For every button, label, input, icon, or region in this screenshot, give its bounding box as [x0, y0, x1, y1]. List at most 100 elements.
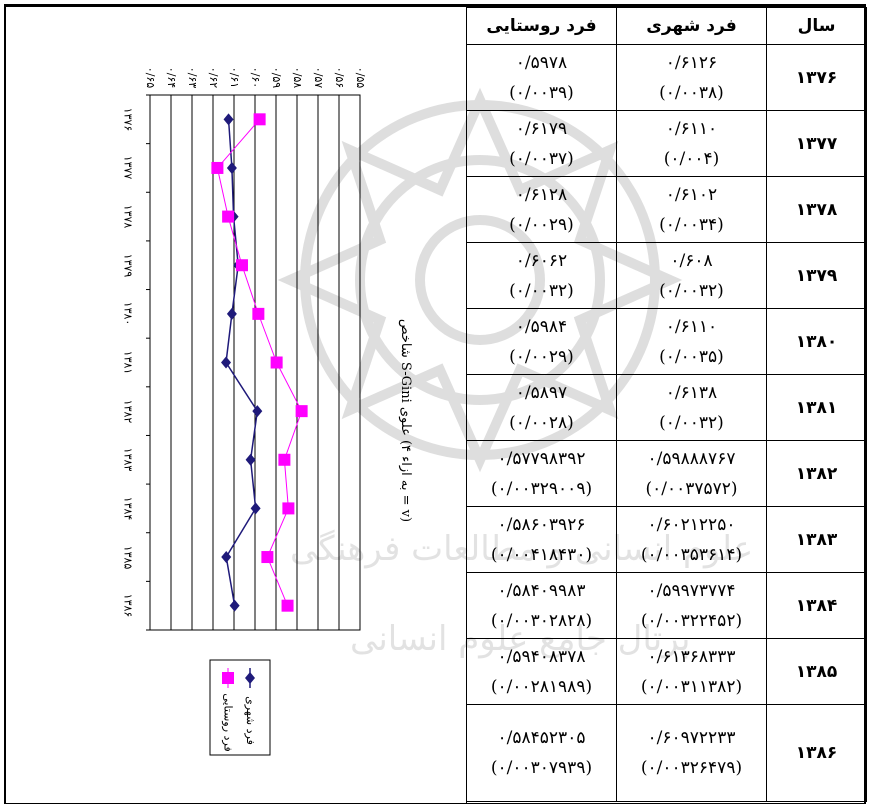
cell-rural-std-error: (۰/۰۰۳۰۷۹۳۹): [490, 758, 593, 778]
cell-rural-value: ۰/۵۸۴۰۹۹۸۳: [497, 580, 586, 601]
data-point-rural: [261, 551, 274, 564]
cell-urban-std-error: (۰/۰۰۳۵): [659, 346, 724, 367]
cell-urban-value: ۰/۶۱۱۰: [665, 316, 718, 337]
data-point-urban: [229, 599, 240, 612]
data-point-urban: [221, 356, 232, 369]
cell-rural: ۰/۵۸۹۷(۰/۰۰۲۸): [466, 374, 617, 441]
cell-rural-std-error: (۰/۰۰۳۲): [509, 280, 574, 301]
data-point-rural: [235, 259, 248, 272]
cell-rural-value: ۰/۶۰۶۲: [515, 250, 568, 271]
cell-urban-value: ۰/۶۰۲۱۲۲۵۰: [647, 514, 736, 535]
data-point-urban: [250, 502, 261, 515]
value-tick-label: ۰/۵۸: [290, 66, 304, 88]
value-tick-label: ۰/۶۳: [185, 66, 199, 88]
cell-year: ۱۳۷۹: [766, 242, 867, 309]
data-point-rural: [282, 502, 295, 515]
cell-urban: ۰/۶۱۳۶۸۳۳۳(۰/۰۰۳۱۱۳۸۲): [616, 638, 767, 705]
cell-urban-std-error: (۰/۰۰۳۲۶۴۷۹): [640, 758, 743, 778]
cell-year: ۱۳۸۰: [766, 308, 867, 375]
cell-urban: ۰/۵۹۸۸۸۷۶۷ (۰/۰۰۳۷۵۷۲): [616, 440, 767, 507]
cell-rural-std-error: (۰/۰۰۲۹): [509, 346, 574, 367]
data-table: فرد روستایی فرد شهری سال ۰/۵۹۷۸(۰/۰۰۳۹)۰…: [466, 7, 867, 802]
cell-urban: ۰/۶۰۸(۰/۰۰۳۲): [616, 242, 767, 309]
data-point-urban: [226, 161, 237, 174]
table-row: ۰/۵۸۶۰۳۹۲۶ (۰/۰۰۴۱۸۴۳۰) ۰/۶۰۲۱۲۲۵۰ (۰/۰۰۳۵۳…: [466, 506, 867, 573]
cell-rural: ۰/۵۹۸۴(۰/۰۰۲۹): [466, 308, 617, 375]
data-point-urban: [221, 551, 232, 564]
cell-urban-std-error: (۰/۰۰۳۲): [659, 412, 724, 433]
category-tick-label: ۱۳۷۹: [121, 253, 135, 278]
data-point-urban: [226, 307, 237, 320]
legend-label-rural: فرد روستایی: [221, 692, 235, 752]
cell-urban: ۰/۶۱۳۸ (۰/۰۰۳۲): [616, 374, 767, 441]
table-row: ۰/۵۹۷۸(۰/۰۰۳۹)۰/۶۱۲۶(۰/۰۰۳۸)۱۳۷۶: [466, 44, 867, 111]
category-tick-label: ۱۳۸۵: [121, 545, 135, 569]
cell-year: ۱۳۷۷: [766, 110, 867, 177]
category-tick-label: ۱۳۸۰: [121, 302, 135, 326]
data-point-urban: [252, 405, 263, 418]
cell-rural-value: ۰/۵۸۶۰۳۹۲۶: [497, 514, 586, 535]
category-tick-label: ۱۳۸۴: [121, 496, 135, 521]
table-row: ۰/۵۸۴۵۲۳۰۵ (۰/۰۰۳۰۷۹۳۹) ۰/۶۰۹۷۲۲۳۳ (۰/۰۰۳۲۶…: [466, 704, 867, 802]
cell-rural: ۰/۵۹۷۸ (۰/۰۰۳۹): [466, 44, 617, 111]
table-row: ۰/۵۹۸۴(۰/۰۰۲۹) ۰/۶۱۱۰ (۰/۰۰۳۵) ۱۳۸۰: [466, 308, 867, 375]
category-tick-label: ۱۳۷۷: [121, 156, 135, 180]
header-rural: فرد روستایی: [466, 7, 617, 45]
cell-rural-std-error: (۰/۰۰۳۰۲۸۲۸): [490, 610, 593, 631]
data-point-rural: [211, 161, 224, 174]
cell-rural-std-error: (۰/۰۰۴۱۸۴۳۰): [490, 544, 593, 565]
cell-urban-value: ۰/۵۹۸۸۸۷۶۷: [647, 448, 736, 469]
cell-rural-std-error: (۰/۰۰۳۷): [509, 148, 574, 169]
cell-rural-std-error: (۰/۰۰۲۸): [509, 412, 574, 433]
cell-rural-std-error: (۰/۰۰۳۹): [509, 82, 574, 103]
cell-rural-std-error: (۰/۰۰۲۹): [509, 214, 574, 235]
value-tick-label: ۰/۵۹: [269, 66, 283, 88]
table-row: ۰/۶۰۶۲(۰/۰۰۳۲)۰/۶۰۸(۰/۰۰۳۲)۱۳۷۹: [466, 242, 867, 309]
cell-urban-std-error: (۰/۰۰۳۲): [659, 280, 724, 301]
cell-rural-value: ۰/۶۱۷۹: [515, 118, 568, 139]
value-tick-label: ۰/۵۵: [353, 66, 367, 88]
cell-urban-value: ۰/۶۱۰۲: [665, 184, 718, 205]
cell-urban-std-error: (۰/۰۰۳۴): [659, 214, 724, 235]
category-tick-label: ۱۳۸۱: [121, 350, 135, 375]
legend-marker-urban: [245, 672, 255, 684]
data-point-rural: [270, 356, 283, 369]
cell-urban-value: ۰/۶۱۳۸: [665, 382, 718, 403]
category-tick-label: ۱۳۷۶: [121, 107, 135, 132]
chart-title: شاخص S-Gini علوی (به ازاء ۴ = v): [397, 318, 413, 522]
chart-canvas: [146, 94, 361, 756]
data-point-urban: [223, 113, 234, 126]
cell-urban: ۰/۶۰۲۱۲۲۵۰ (۰/۰۰۳۵۳۶۱۴): [616, 506, 767, 573]
data-point-rural: [281, 599, 294, 612]
cell-rural-value: ۰/۵۸۴۵۲۳۰۵: [497, 728, 586, 748]
cell-urban-value: ۰/۶۰۹۷۲۲۳۳: [647, 728, 736, 748]
cell-year: ۱۳۸۶: [766, 704, 867, 802]
cell-urban-std-error: (۰/۰۰۳۵۳۶۱۴): [640, 544, 743, 565]
table-row: ۰/۶۱۷۹(۰/۰۰۳۷)۰/۶۱۱۰(۰/۰۰۴)۱۳۷۷: [466, 110, 867, 177]
cell-rural: ۰/۶۱۲۸ (۰/۰۰۲۹): [466, 176, 617, 243]
data-point-rural: [278, 453, 291, 466]
legend-label-urban: فرد شهری: [243, 695, 257, 745]
table-header-row: فرد روستایی فرد شهری سال: [466, 7, 867, 45]
cell-rural-value: ۰/۵۹۷۸: [515, 52, 568, 73]
table-row: ۰/۵۸۴۰۹۹۸۳(۰/۰۰۳۰۲۸۲۸)۰/۵۹۹۷۳۷۷۴(۰/۰۰۳۲۲…: [466, 572, 867, 639]
cell-rural: ۰/۵۸۶۰۳۹۲۶ (۰/۰۰۴۱۸۴۳۰): [466, 506, 617, 573]
category-tick-label: ۱۳۸۳: [121, 447, 135, 472]
cell-urban-std-error: (۰/۰۰۳۷۵۷۲): [645, 478, 738, 499]
cell-rural: ۰/۶۰۶۲ (۰/۰۰۳۲): [466, 242, 617, 309]
cell-rural-std-error: (۰/۰۰۳۲۹۰۰۹): [490, 478, 593, 499]
cell-year: ۱۳۸۱: [766, 374, 867, 441]
data-point-rural: [222, 210, 235, 223]
cell-urban: ۰/۶۱۰۲ (۰/۰۰۳۴): [616, 176, 767, 243]
category-tick-label: ۱۳۸۲: [121, 399, 135, 423]
cell-urban-value: ۰/۶۱۱۰: [665, 118, 718, 139]
table-row: ۰/۶۱۲۸ (۰/۰۰۲۹) ۰/۶۱۰۲ (۰/۰۰۳۴) ۱۳۷۸: [466, 176, 867, 243]
cell-year: ۱۳۷۸: [766, 176, 867, 243]
cell-rural-value: ۰/۵۷۷۹۸۳۹۲: [497, 448, 586, 469]
legend-box: [209, 659, 271, 756]
data-point-rural: [253, 113, 266, 126]
cell-year: ۱۳۸۴: [766, 572, 867, 639]
cell-urban-value: ۰/۶۱۲۶: [665, 52, 718, 73]
cell-rural: ۰/۵۷۷۹۸۳۹۲ (۰/۰۰۳۲۹۰۰۹): [466, 440, 617, 507]
cell-rural-value: ۰/۶۱۲۸: [515, 184, 568, 205]
